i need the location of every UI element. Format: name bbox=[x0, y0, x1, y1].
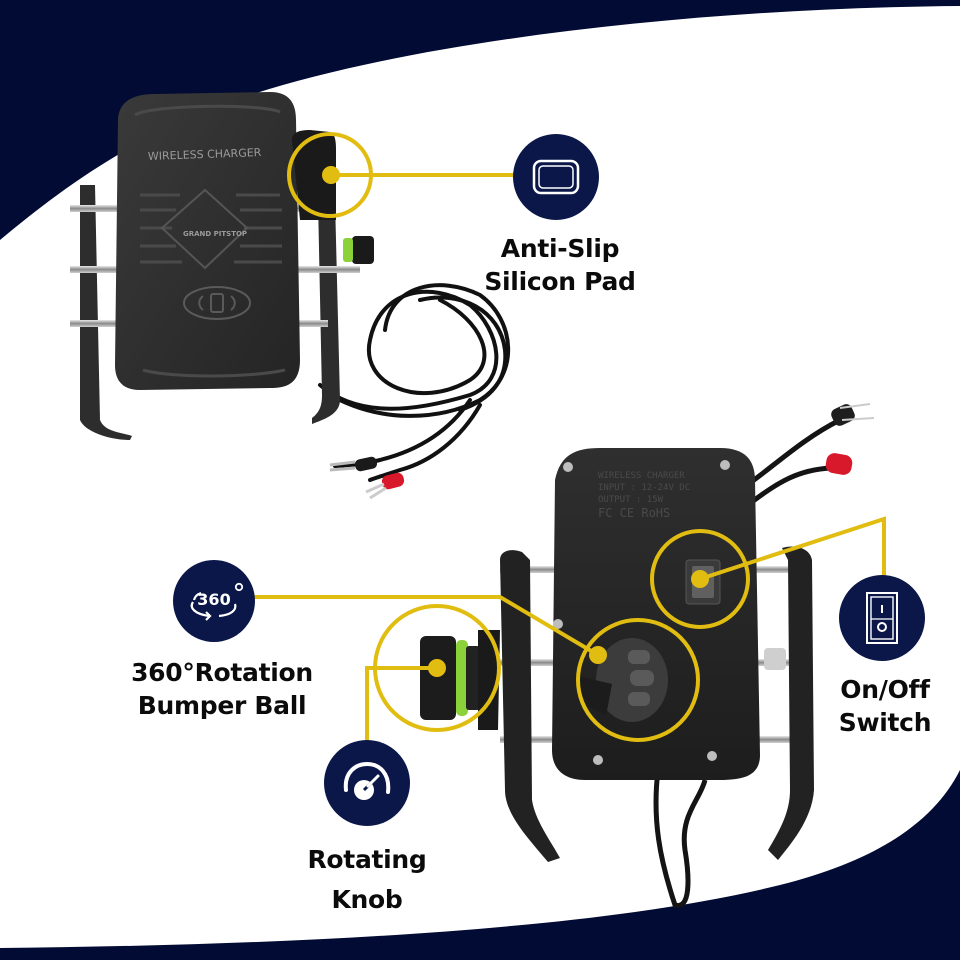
svg-text:INPUT : 12-24V DC: INPUT : 12-24V DC bbox=[598, 483, 690, 493]
rotation-leader bbox=[252, 595, 600, 657]
anti-slip-label-line2: Silicon Pad bbox=[484, 267, 636, 296]
knob-closeup bbox=[420, 630, 500, 730]
switch-leader bbox=[699, 516, 886, 585]
rotation-label-line1: 360°Rotation bbox=[131, 658, 313, 687]
top-banner-swoosh bbox=[0, 0, 960, 240]
knob-label-line2: Knob bbox=[331, 885, 403, 914]
front-view-device: WIRELESS CHARGER GRAND PITSTOP bbox=[70, 92, 511, 500]
rotation-icon-text: 360 bbox=[197, 590, 230, 609]
knob-label-line1: Rotating bbox=[307, 845, 427, 874]
svg-text:WIRELESS CHARGER: WIRELESS CHARGER bbox=[598, 471, 685, 481]
switch-label: On/Off Switch bbox=[820, 673, 950, 739]
rotation-360-icon: 360 bbox=[173, 560, 255, 642]
callout-lines bbox=[252, 132, 886, 745]
rotating-knob-icon bbox=[324, 740, 410, 826]
ball-callout-circle bbox=[576, 618, 700, 742]
rotation-label-line2: Bumper Ball bbox=[137, 691, 307, 720]
brand-text: GRAND PITSTOP bbox=[183, 230, 247, 238]
rotation-label: 360°Rotation Bumper Ball bbox=[112, 656, 332, 722]
svg-text:FC CE RoHS: FC CE RoHS bbox=[598, 506, 670, 520]
callout-dots bbox=[322, 166, 709, 677]
bottom-banner-swoosh bbox=[0, 770, 960, 960]
switch-label-line1: On/Off bbox=[840, 675, 930, 704]
knob-leader bbox=[365, 666, 437, 745]
anti-slip-pad-icon bbox=[513, 134, 599, 220]
switch-callout-circle bbox=[650, 529, 750, 629]
anti-slip-label-line1: Anti-Slip bbox=[500, 234, 620, 263]
front-face-text: WIRELESS CHARGER bbox=[148, 146, 262, 163]
knob-label: Rotating Knob bbox=[282, 840, 452, 920]
anti-slip-label: Anti-Slip Silicon Pad bbox=[470, 232, 650, 298]
svg-text:OUTPUT : 15W: OUTPUT : 15W bbox=[598, 495, 664, 505]
spec-label: WIRELESS CHARGER INPUT : 12-24V DC OUTPU… bbox=[598, 471, 690, 520]
on-off-switch-icon bbox=[839, 575, 925, 661]
switch-label-line2: Switch bbox=[838, 708, 932, 737]
back-view-device: WIRELESS CHARGER INPUT : 12-24V DC OUTPU… bbox=[500, 403, 875, 908]
